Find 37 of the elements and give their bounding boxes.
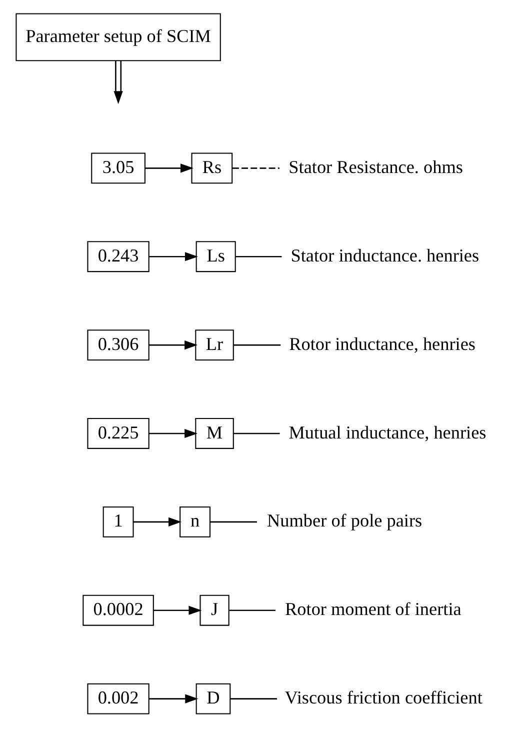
node-text: Number of pole pairs (266, 510, 422, 531)
node-text: Rotor moment of inertia (284, 599, 461, 620)
node-box: n (179, 506, 210, 538)
arrow (153, 606, 202, 615)
node-text: Viscous friction coefficient (284, 688, 482, 708)
connector (232, 168, 279, 169)
arrow (148, 428, 198, 438)
node-text: Rotor inductance, henries (288, 334, 475, 354)
connector (232, 432, 280, 434)
node-box: Lr (194, 330, 234, 361)
arrow (148, 694, 198, 704)
node-box: 0.225 (86, 418, 149, 449)
arrow (132, 517, 182, 526)
node-box: 0.306 (86, 330, 149, 361)
node-text: Stator Resistance. ohms (288, 157, 462, 177)
node-box: 0.0002 (82, 594, 154, 626)
node-box: 0.243 (86, 241, 149, 272)
node-box: 1 (102, 506, 134, 538)
connector (210, 521, 256, 523)
node-text: Stator inductance. henries (290, 245, 479, 266)
node-box: Ls (195, 241, 236, 272)
connector (230, 698, 276, 700)
arrow (148, 340, 198, 350)
connector (228, 610, 275, 612)
arrow (148, 252, 198, 262)
node-text: Mutual inductance, henries (288, 422, 486, 442)
node-box: 0.002 (86, 683, 149, 714)
connector (233, 344, 280, 346)
node-box: Rs (190, 152, 232, 184)
node-box: M (194, 418, 234, 449)
node-box: J (199, 594, 229, 626)
node-box: Parameter setup of SCIM (15, 13, 220, 62)
arrow (144, 164, 193, 173)
node-box: 3.05 (90, 152, 145, 184)
connector (235, 256, 282, 258)
arrow (113, 60, 122, 104)
node-box: D (195, 683, 230, 714)
